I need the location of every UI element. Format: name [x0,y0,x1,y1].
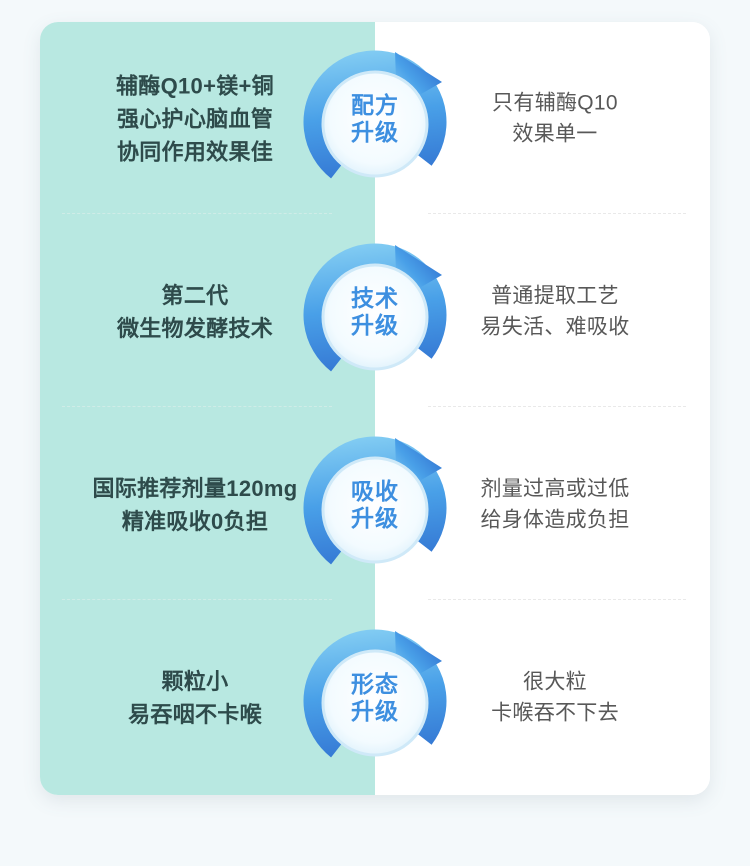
row-left-text: 辅酶Q10+镁+铜 强心护心脑血管 协同作用效果佳 [40,69,350,168]
comparison-card: 辅酶Q10+镁+铜 强心护心脑血管 协同作用效果佳 [40,22,710,795]
row-right-text: 剂量过高或过低 给身体造成负担 [400,473,710,536]
row-divider-left [62,599,332,600]
row-right-line: 易失活、难吸收 [480,315,630,339]
row-right-line: 剂量过高或过低 [480,477,630,500]
row-divider-right [428,599,686,600]
row-left-line: 微生物发酵技术 [116,315,274,341]
row-left-text: 国际推荐剂量120mg 精准吸收0负担 [40,472,350,538]
row-divider-left [62,213,332,214]
row-right-text: 只有辅酶Q10 效果单一 [400,87,710,150]
row-right-text: 普通提取工艺 易失活、难吸收 [400,280,710,343]
row-left-text: 颗粒小 易吞咽不卡喉 [40,665,350,731]
row-left-line: 国际推荐剂量120mg [92,475,298,501]
comparison-row: 第二代 微生物发酵技术 技术 升级 普通提取工艺 易失活、难吸收 [40,215,710,408]
comparison-row: 颗粒小 易吞咽不卡喉 形态 升级 很大粒 卡喉吞不下去 [40,601,710,794]
row-divider-right [428,406,686,407]
comparison-row: 辅酶Q10+镁+铜 强心护心脑血管 协同作用效果佳 [40,22,710,215]
row-left-line: 辅酶Q10+镁+铜 [116,73,274,98]
row-left-line: 强心护心脑血管 [116,106,274,131]
row-left-line: 协同作用效果佳 [116,139,274,164]
row-right-line: 卡喉吞不下去 [491,701,619,725]
row-right-text: 很大粒 卡喉吞不下去 [400,666,710,729]
row-left-line: 第二代 [161,282,229,308]
row-divider-right [428,213,686,214]
row-right-line: 很大粒 [523,670,587,693]
comparison-row: 国际推荐剂量120mg 精准吸收0负担 吸收 升级 剂量过高或过低 给身体造成负… [40,408,710,601]
row-divider-left [62,406,332,407]
row-left-line: 易吞咽不卡喉 [128,701,262,727]
row-right-line: 给身体造成负担 [480,508,630,532]
row-left-line: 精准吸收0负担 [121,508,269,534]
row-right-line: 普通提取工艺 [491,284,619,307]
row-left-line: 颗粒小 [161,668,229,694]
row-right-line: 只有辅酶Q10 [492,91,618,114]
row-left-text: 第二代 微生物发酵技术 [40,279,350,345]
row-right-line: 效果单一 [512,122,598,146]
